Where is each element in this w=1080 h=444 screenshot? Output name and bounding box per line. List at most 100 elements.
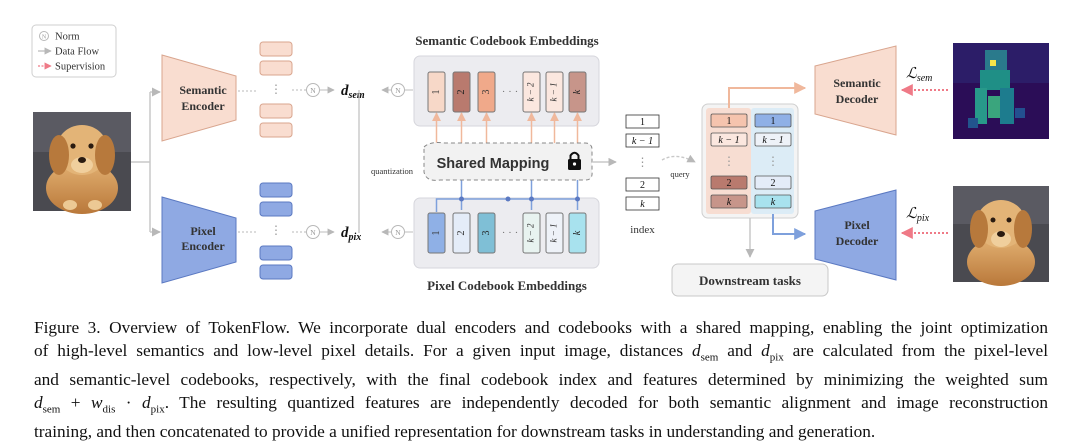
- semantic-norm-path: N dsem N: [292, 83, 413, 101]
- shared-mapping: Shared Mapping: [423, 142, 593, 181]
- legend-data-flow-label: Data Flow: [55, 47, 99, 58]
- pixel-encoder-label-1: Pixel: [190, 224, 216, 238]
- index-cell-1: 1: [640, 117, 645, 128]
- combined-pix-k: k: [771, 197, 776, 208]
- caption-line-3: and semantic-level codebooks, respective…: [34, 370, 1048, 390]
- input-branch-lines: [131, 87, 161, 237]
- d-sem-label: dsem: [341, 83, 365, 101]
- pixel-encoder-label-2: Encoder: [181, 239, 225, 253]
- d-pix-label: dpix: [341, 225, 361, 243]
- pixel-cell-k-label: k: [572, 230, 583, 235]
- index-label: index: [630, 224, 655, 236]
- combined-sem-k: k: [727, 197, 732, 208]
- semantic-norm-icon: [306, 83, 320, 97]
- svg-text:⋮: ⋮: [637, 155, 649, 169]
- index-column: 1 k − 1 ⋮ 2 k index: [625, 114, 660, 236]
- semantic-cell-k-label: k: [572, 89, 583, 94]
- svg-text:⋮: ⋮: [270, 82, 282, 96]
- caption-line-4: dsem + wdis · dpix. The resulting quanti…: [34, 392, 1048, 416]
- combined-pix-1: 1: [771, 116, 776, 127]
- pixel-codebook-norm-letter: N: [395, 228, 401, 237]
- semantic-codebook-norm-icon: [391, 83, 405, 97]
- semantic-cell-k-2: [522, 71, 541, 113]
- shared-mapping-connectors: [432, 112, 582, 212]
- pixel-codebook-title: Pixel Codebook Embeddings: [427, 278, 587, 293]
- semantic-codebook-cells: 1 2 3 · · · k − 2 k − 1 k: [427, 71, 587, 113]
- combined-pix-2: 2: [771, 178, 776, 189]
- pixel-encoder: Pixel Encoder: [161, 196, 237, 284]
- input-image: [33, 112, 131, 214]
- shared-mapping-label: Shared Mapping: [437, 156, 550, 172]
- norm-icon-letter: N: [42, 35, 47, 41]
- pixel-cell-k-2: [522, 212, 541, 254]
- semantic-codebook-title: Semantic Codebook Embeddings: [415, 33, 598, 48]
- query-arrow: query: [661, 154, 696, 179]
- semantic-cell-k-1-label: k − 1: [549, 82, 559, 101]
- index-cell-k: k: [640, 199, 645, 210]
- semantic-feature-tokens: ⋮: [259, 41, 293, 138]
- query-label: query: [670, 169, 690, 179]
- semantic-codebook-norm-letter: N: [395, 86, 401, 95]
- semantic-encoder: Semantic Encoder: [161, 54, 237, 142]
- combined-sem-1: 1: [727, 116, 732, 127]
- pixel-norm-path: N dpix N: [292, 225, 413, 243]
- combined-features: 1 k − 1 ⋮ 2 k 1 k − 1 ⋮ 2 k: [701, 103, 799, 219]
- svg-text:⋮: ⋮: [270, 223, 282, 237]
- semantic-cell-2: [452, 71, 471, 113]
- pixel-cell-2: [452, 212, 471, 254]
- lock-icon: [568, 151, 581, 170]
- pixel-ellipsis: · · ·: [502, 227, 519, 239]
- semantic-codebook: Semantic Codebook Embeddings 1 2 3 · · ·…: [413, 33, 600, 127]
- semantic-cell-2-label: 2: [456, 90, 467, 95]
- combined-sem-k-1: k − 1: [718, 135, 739, 146]
- pixel-norm-letter: N: [310, 228, 316, 237]
- pixel-feature-tokens: ⋮: [259, 182, 293, 280]
- semantic-cell-k: [568, 71, 587, 113]
- semantic-cell-1: [427, 71, 446, 113]
- pixel-cell-3-label: 3: [481, 231, 492, 236]
- quantization-label: quantization: [371, 166, 414, 176]
- norm-icon: [39, 31, 49, 41]
- svg-text:⋮: ⋮: [723, 154, 735, 168]
- semantic-cell-1-label: 1: [431, 90, 442, 95]
- pixel-codebook-cells: 1 2 3 · · · k − 2 k − 1 k: [427, 212, 587, 254]
- pixel-cell-k-2-label: k − 2: [526, 223, 536, 243]
- legend-norm-label: Norm: [55, 32, 80, 43]
- caption-line-1: Figure 3. Overview of TokenFlow. We inco…: [34, 318, 1048, 337]
- combined-sem-2: 2: [727, 178, 732, 189]
- caption-line-2: of high-level semantics and low-level pi…: [34, 340, 1048, 364]
- semantic-decoder-label-1: Semantic: [833, 76, 881, 90]
- loss-pix-label: ℒpix: [906, 206, 930, 224]
- pixel-cell-k: [568, 212, 587, 254]
- reconstructed-image: [953, 186, 1049, 286]
- legend-supervision-label: Supervision: [55, 62, 106, 73]
- semantic-encoder-label-1: Semantic: [179, 83, 227, 97]
- pixel-decoder-label-2: Decoder: [836, 234, 879, 248]
- semantic-norm-letter: N: [310, 86, 316, 95]
- loss-sem-label: ℒsem: [906, 66, 932, 84]
- index-cell-2: 2: [640, 180, 645, 191]
- legend: N Norm Data Flow Supervision: [31, 24, 117, 78]
- semantic-ellipsis: · · ·: [502, 86, 519, 98]
- figure-caption: Figure 3. Overview of TokenFlow. We inco…: [34, 317, 1048, 444]
- semantic-decoder-label-2: Decoder: [836, 92, 879, 106]
- tokenflow-diagram: N Norm Data Flow Supervision Semantic En…: [31, 24, 1049, 297]
- downstream-tasks: Downstream tasks: [671, 263, 829, 297]
- pixel-cell-3: [477, 212, 496, 254]
- semantic-cell-3-label: 3: [481, 90, 492, 95]
- pixel-cell-2-label: 2: [456, 231, 467, 236]
- quantization-bracket: quantization: [358, 90, 414, 233]
- semantic-decoder: Semantic Decoder: [814, 45, 897, 136]
- pixel-decoder-label-1: Pixel: [844, 218, 870, 232]
- pixel-norm-icon: [306, 225, 320, 239]
- semantic-cell-k-2-label: k − 2: [526, 82, 536, 102]
- pixel-cell-k-1-label: k − 1: [549, 223, 559, 242]
- semantic-cell-k-1: [545, 71, 564, 113]
- pixel-decoder: Pixel Decoder: [814, 189, 897, 281]
- combined-pix-k-1: k − 1: [762, 135, 783, 146]
- decoder-arrows: [728, 82, 807, 258]
- downstream-tasks-label: Downstream tasks: [699, 273, 801, 288]
- index-cell-k-1: k − 1: [632, 136, 653, 147]
- pixel-cell-k-1: [545, 212, 564, 254]
- pixel-codebook: Pixel Codebook Embeddings 1 2 3 · · · k …: [413, 197, 600, 293]
